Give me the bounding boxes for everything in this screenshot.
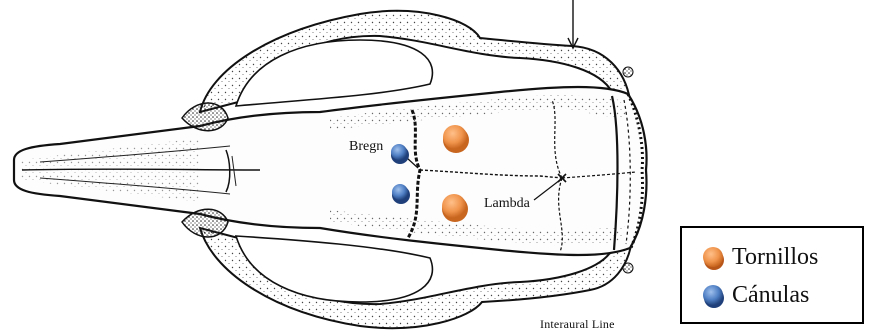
lambda-label: Lambda xyxy=(484,196,530,212)
orange-circle-icon xyxy=(702,246,726,270)
legend-label-canulas: Cánulas xyxy=(732,282,809,309)
legend-item-canulas: Cánulas xyxy=(702,282,809,309)
legend-label-tornillos: Tornillos xyxy=(732,244,818,271)
blue-circle-icon xyxy=(702,284,726,308)
legend-item-tornillos: Tornillos xyxy=(702,244,818,271)
legend: Tornillos Cánulas xyxy=(680,226,864,324)
interaural-line-label: Interaural Line xyxy=(540,317,615,332)
interaural-arrow xyxy=(568,0,578,48)
skull-outline xyxy=(14,11,647,328)
bregma-label: Bregn xyxy=(349,139,383,155)
